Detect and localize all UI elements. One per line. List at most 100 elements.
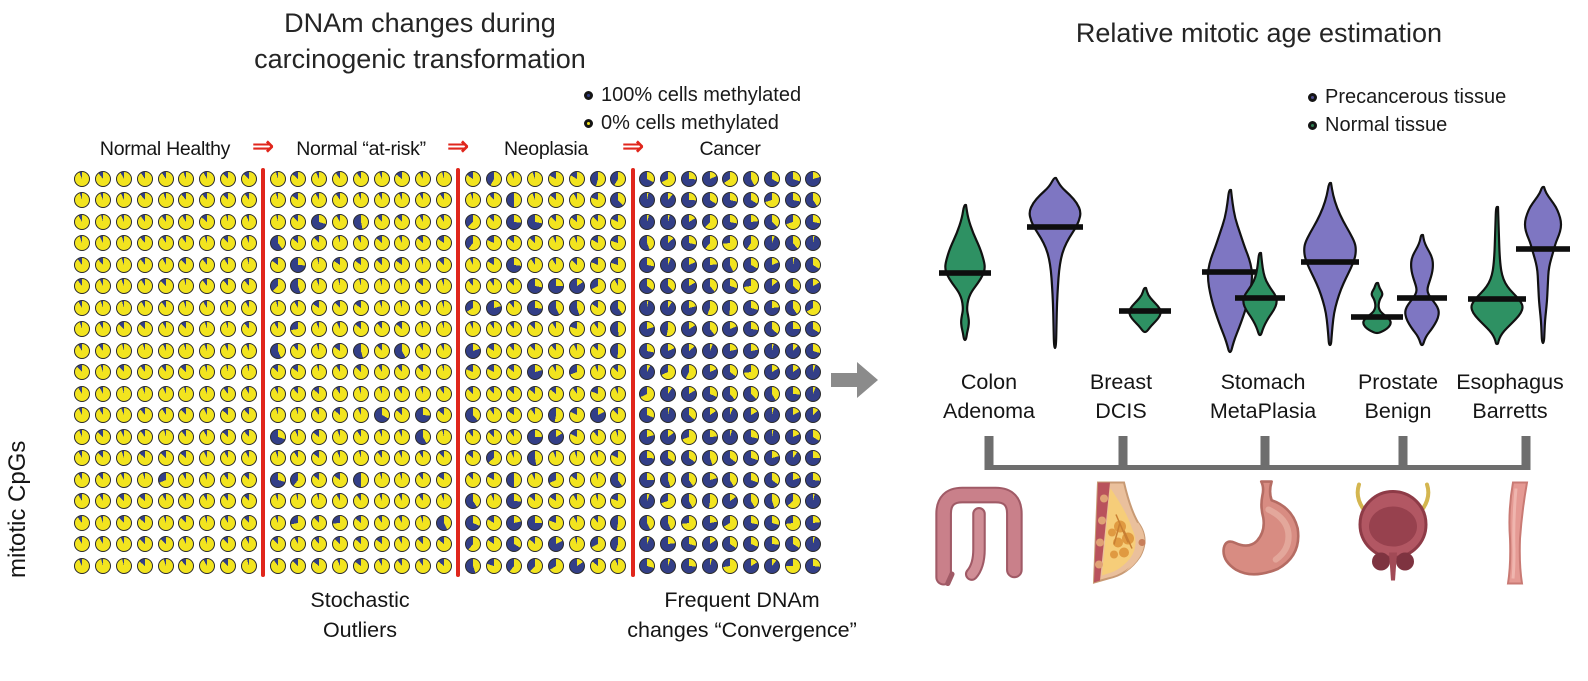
methylation-pie [331, 235, 348, 252]
median-bar [1397, 295, 1447, 301]
annotation-convergence: Frequent DNAm changes “Convergence” [627, 585, 856, 645]
methylation-pie [547, 170, 564, 187]
methylation-pie [527, 192, 544, 209]
methylation-pie [415, 192, 432, 209]
methylation-pie [219, 428, 236, 445]
methylation-pie [763, 385, 780, 402]
methylation-pie [805, 536, 822, 553]
methylation-pie [394, 278, 411, 295]
breast-organ-icon [1092, 481, 1146, 584]
methylation-pie [610, 278, 627, 295]
violin-esophagus-barretts-normal [1470, 205, 1524, 346]
methylation-pie [464, 235, 481, 252]
methylation-pie [331, 407, 348, 424]
methylation-pie [115, 170, 132, 187]
methylation-pie [784, 428, 801, 445]
methylation-pie [74, 342, 91, 359]
methylation-pie [659, 514, 676, 531]
methylation-pie [240, 514, 257, 531]
legend-label: 0% cells methylated [601, 112, 779, 134]
methylation-pie [331, 450, 348, 467]
violin-stomach-metaplasia-normal [1242, 251, 1278, 337]
methylation-pie [373, 256, 390, 273]
methylation-pie [95, 407, 112, 424]
methylation-pie [136, 536, 153, 553]
legend-row-precancerous: Precancerous tissue [1308, 86, 1506, 109]
methylation-pie [415, 235, 432, 252]
methylation-pie [136, 407, 153, 424]
methylation-pie [394, 192, 411, 209]
methylation-pie [784, 471, 801, 488]
methylation-pie [157, 471, 174, 488]
methylation-pie [373, 514, 390, 531]
methylation-pie [506, 235, 523, 252]
methylation-pie [639, 536, 656, 553]
methylation-pie [639, 493, 656, 510]
methylation-pie [311, 321, 328, 338]
methylation-pie [610, 342, 627, 359]
methylation-pie [805, 299, 822, 316]
methylation-pie [639, 299, 656, 316]
methylation-pie [415, 514, 432, 531]
methylation-pie [199, 385, 216, 402]
left-panel-title: DNAm changes during carcinogenic transfo… [110, 6, 730, 77]
methylation-pie [610, 428, 627, 445]
esophagus-organ-icon [1506, 481, 1529, 585]
methylation-pie [136, 493, 153, 510]
methylation-pie [199, 557, 216, 574]
methylation-pie [485, 364, 502, 381]
methylation-pie [290, 170, 307, 187]
methylation-pie [115, 514, 132, 531]
methylation-pie [639, 321, 656, 338]
methylation-pie [659, 170, 676, 187]
methylation-pie [743, 364, 760, 381]
methylation-pie [680, 170, 697, 187]
methylation-pie [701, 299, 718, 316]
methylation-pie [373, 321, 390, 338]
colon-organ-icon [935, 486, 1023, 587]
methylation-pie [680, 493, 697, 510]
methylation-pie [639, 407, 656, 424]
methylation-pie [136, 557, 153, 574]
methylation-pie [763, 471, 780, 488]
methylation-pie [639, 278, 656, 295]
methylation-pie [659, 493, 676, 510]
methylation-pie [527, 428, 544, 445]
methylation-pie [610, 299, 627, 316]
methylation-pie [763, 407, 780, 424]
median-bar [1235, 295, 1285, 301]
methylation-pie [527, 278, 544, 295]
methylation-pie [219, 192, 236, 209]
unmethylated-dot-icon [584, 119, 593, 128]
median-bar [1351, 314, 1403, 320]
methylation-pie [506, 321, 523, 338]
methylation-pie [743, 407, 760, 424]
methylation-pie [435, 213, 452, 230]
methylation-pie [199, 256, 216, 273]
methylation-pie [352, 342, 369, 359]
methylation-pie [136, 256, 153, 273]
methylation-pie [373, 299, 390, 316]
methylation-pie [136, 213, 153, 230]
violin-prostate-benign-normal [1362, 281, 1392, 335]
methylation-pie [527, 536, 544, 553]
methylation-pie [589, 299, 606, 316]
methylation-pie [95, 235, 112, 252]
tissue-label-colon: Colon Adenoma [943, 368, 1035, 426]
methylation-pie [639, 235, 656, 252]
methylation-pie [610, 493, 627, 510]
methylation-pie [115, 450, 132, 467]
methylation-pie [136, 471, 153, 488]
methylation-pie [219, 342, 236, 359]
methylation-pie [373, 536, 390, 553]
methylation-pie [290, 321, 307, 338]
methylation-pie [290, 514, 307, 531]
methylation-pie [743, 299, 760, 316]
methylation-pie [394, 407, 411, 424]
methylation-pie [784, 557, 801, 574]
methylation-pie [199, 321, 216, 338]
methylation-pie [394, 170, 411, 187]
methylation-pie [610, 170, 627, 187]
methylation-pie [485, 514, 502, 531]
methylation-pie [435, 342, 452, 359]
